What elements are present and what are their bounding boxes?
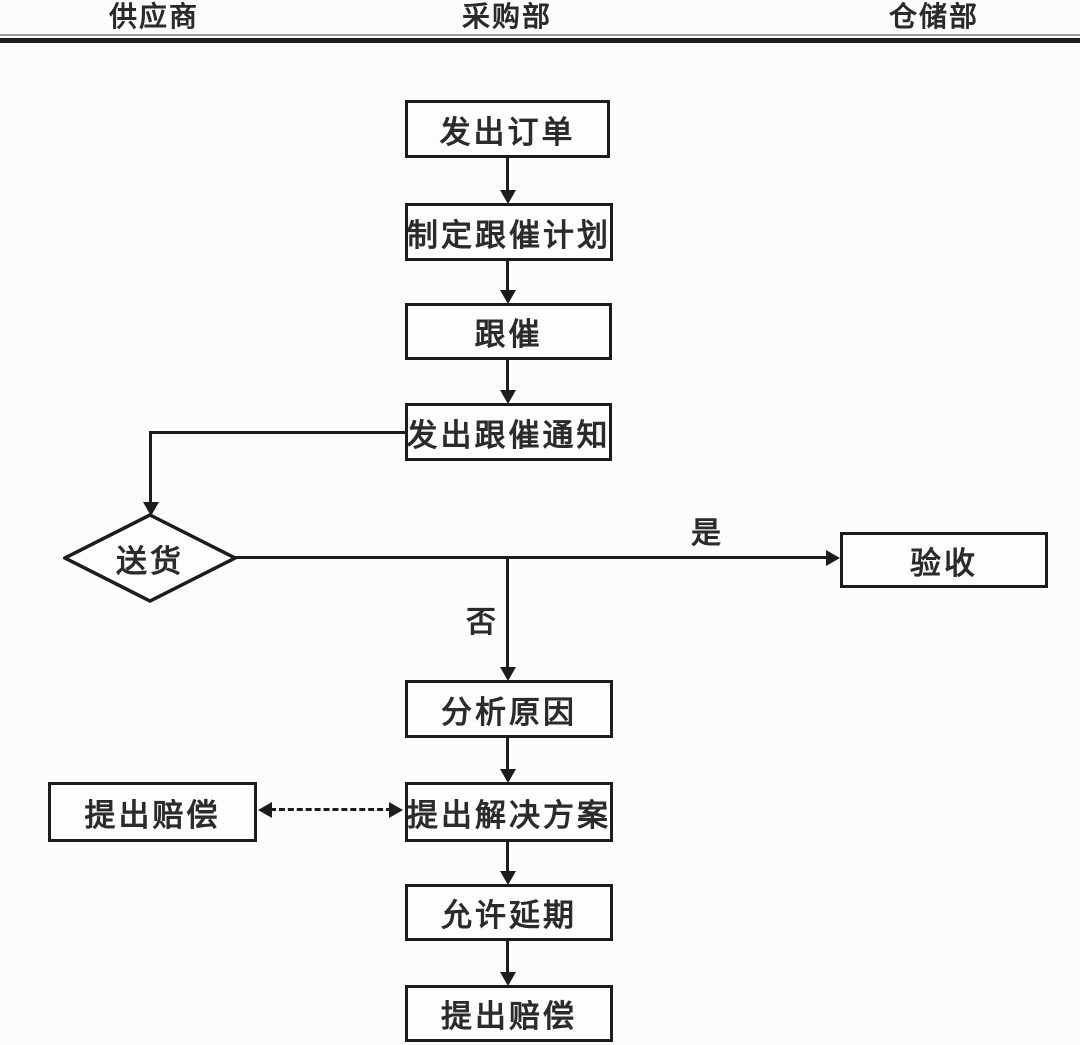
node-allow-extension: 允许延期 <box>405 884 613 941</box>
connector-no-branch <box>506 558 509 670</box>
node-issue-followup-notice: 发出跟催通知 <box>405 403 612 461</box>
arrowhead-down-icon <box>500 190 516 204</box>
connector-analyze-to-solution <box>506 738 509 772</box>
lane-header-warehouse: 仓储部 <box>888 0 979 33</box>
arrowhead-down-icon <box>500 390 516 404</box>
arrowhead-right-icon <box>389 802 403 818</box>
node-make-followup-plan: 制定跟催计划 <box>405 203 613 261</box>
connector-notice-to-delivery-vertical <box>149 431 152 505</box>
node-follow-up: 跟催 <box>405 303 612 360</box>
node-delivery-decision: 送货 <box>63 513 237 603</box>
node-propose-compensation-supplier: 提出赔偿 <box>48 782 257 842</box>
connector-extension-to-compensation <box>506 941 509 975</box>
lane-header-purchasing: 采购部 <box>461 0 552 33</box>
arrowhead-left-icon <box>258 802 272 818</box>
arrowhead-down-icon <box>500 290 516 304</box>
node-acceptance: 验收 <box>840 532 1048 588</box>
header-rule-thin <box>0 34 1080 36</box>
node-propose-compensation-final: 提出赔偿 <box>405 985 613 1042</box>
edge-label-no: 否 <box>466 605 496 640</box>
arrowhead-down-icon <box>500 667 516 681</box>
arrowhead-right-icon <box>826 550 840 566</box>
connector-followup-to-notice <box>506 360 509 393</box>
diamond-label: 送货 <box>116 543 184 580</box>
arrowhead-down-icon <box>500 769 516 783</box>
lane-header-supplier: 供应商 <box>108 0 199 33</box>
connector-plan-to-followup <box>506 261 509 293</box>
arrowhead-down-icon <box>500 871 516 885</box>
diamond-shape <box>63 513 237 603</box>
connector-delivery-to-acceptance <box>234 556 828 559</box>
node-propose-solution: 提出解决方案 <box>405 782 613 842</box>
node-analyze-reasons: 分析原因 <box>405 680 613 738</box>
arrowhead-down-icon <box>500 972 516 986</box>
connector-solution-compensation-dashed <box>270 808 392 811</box>
node-issue-order: 发出订单 <box>405 100 610 158</box>
connector-solution-to-extension <box>506 842 509 874</box>
arrowhead-down-icon <box>143 502 159 516</box>
connector-order-to-plan <box>506 158 509 193</box>
connector-notice-to-delivery-horizontal <box>149 431 405 434</box>
edge-label-yes: 是 <box>691 516 721 551</box>
header-rule-thick <box>0 38 1080 43</box>
